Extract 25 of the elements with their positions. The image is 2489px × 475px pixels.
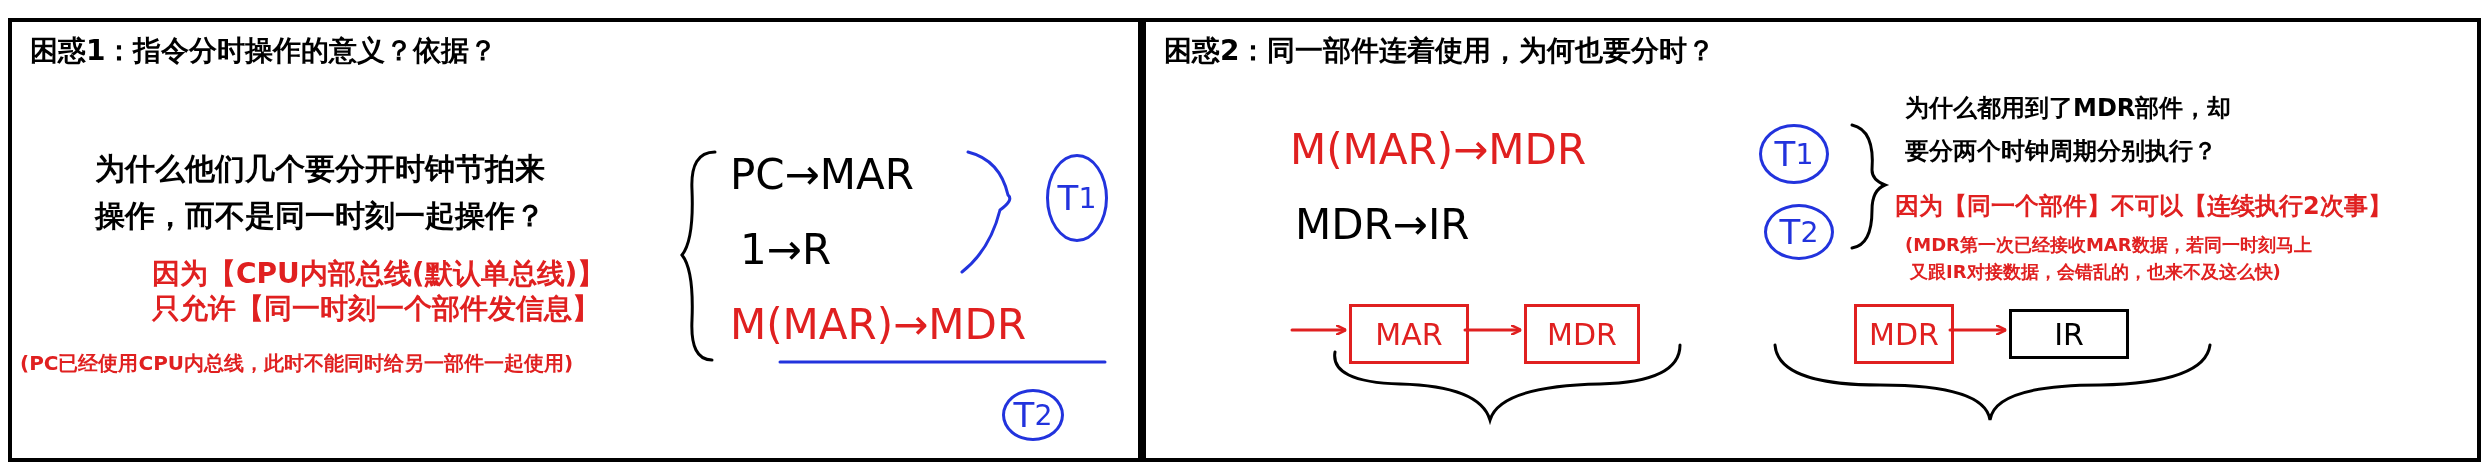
question-text: 要分两个时钟周期分别执行？	[1905, 136, 2217, 167]
register-box: IR	[2009, 309, 2129, 359]
note-text: (PC已经使用CPU内总线，此时不能同时给另一部件一起使用)	[20, 350, 574, 377]
question-text: 为什么都用到了MDR部件，却	[1905, 93, 2232, 124]
panel	[8, 18, 1142, 462]
reason-text: 只允许【同一时刻一个部件发信息】	[152, 291, 600, 327]
hand-formula: 1→R	[740, 225, 832, 274]
reason-text: 因为【同一个部件】不可以【连续执行2次事】	[1895, 191, 2392, 222]
hand-formula: M(MAR)→MDR	[1290, 125, 1587, 174]
hand-formula: PC→MAR	[730, 150, 914, 199]
reason-text: 因为【CPU内部总线(默认单总线)】	[152, 256, 606, 292]
panel-heading: 困惑1：指令分时操作的意义？依据？	[30, 33, 498, 69]
panel	[1142, 18, 2481, 462]
register-box: MDR	[1854, 304, 1954, 364]
hand-formula: MDR→IR	[1295, 200, 1470, 249]
panel-heading: 困惑2：同一部件连着使用，为何也要分时？	[1164, 33, 1716, 69]
arrow	[1948, 323, 2008, 337]
hand-formula: M(MAR)→MDR	[730, 300, 1027, 349]
register-box: MAR	[1349, 304, 1469, 364]
note-text: 又跟IR对接数据，会错乱的，也来不及这么快)	[1910, 260, 2281, 284]
register-box: MDR	[1524, 304, 1640, 364]
note-text: (MDR第一次已经接收MAR数据，若同一时刻马上	[1905, 233, 2312, 257]
arrow	[1290, 323, 1348, 337]
question-text: 为什么他们几个要分开时钟节拍来操作，而不是同一时刻一起操作？	[95, 150, 546, 235]
arrow	[1463, 323, 1523, 337]
